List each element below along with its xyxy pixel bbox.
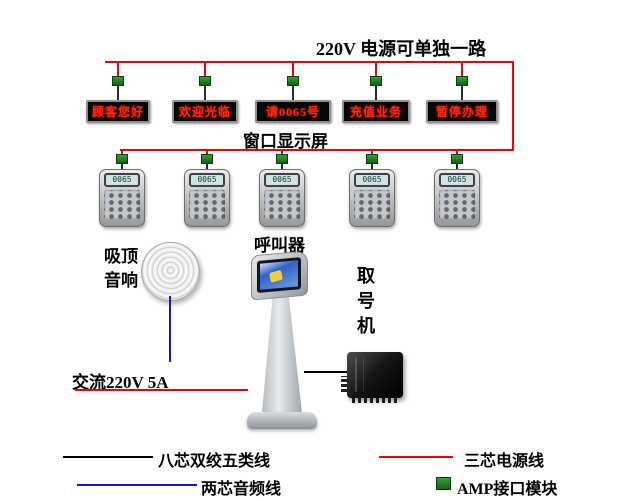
audio-line [169, 296, 171, 362]
connector-stem [456, 164, 458, 169]
connector-stem [375, 86, 377, 100]
amp-connector-icon [112, 76, 124, 86]
caller-lcd-display: 0065 [441, 175, 473, 185]
speaker-label-line2: 音响 [104, 271, 138, 290]
amp-connector-icon [116, 154, 128, 164]
ac-power-label: 交流220V 5A [72, 373, 169, 392]
power-drop-caller-5 [456, 150, 458, 155]
window-display-section-label: 窗口显示屏 [243, 132, 328, 151]
caller-section-label: 呼叫器 [254, 236, 305, 255]
connector-stem [121, 164, 123, 169]
caller-lcd-bezel: 0065 [264, 173, 300, 187]
power-rail-mid [120, 149, 514, 151]
amp-connector-icon [276, 154, 288, 164]
legend-line-audio [77, 484, 197, 486]
kiosk-head [251, 250, 308, 301]
speaker-label-line1: 吸顶 [104, 247, 138, 266]
amp-connector-icon [199, 76, 211, 86]
legend-label-audio: 两芯音频线 [201, 481, 282, 498]
caller-keypad [189, 190, 225, 219]
connector-stem [281, 164, 283, 169]
amp-audio-module [341, 352, 403, 403]
kiosk-screen-graphic [269, 269, 283, 283]
power-drop-display-5 [461, 61, 463, 76]
power-rail-right [512, 61, 514, 150]
caller-keypad [439, 190, 475, 219]
caller-terminal: 0065 [434, 169, 480, 227]
caller-lcd-display: 0065 [266, 175, 298, 185]
power-drop-display-1 [117, 61, 119, 76]
power-drop-caller-2 [206, 150, 208, 155]
kiosk-base [247, 412, 317, 429]
caller-keypad [264, 190, 300, 219]
data-line-kiosk-amp [304, 371, 348, 373]
caller-lcd-display: 0065 [106, 175, 138, 185]
caller-terminal: 0065 [184, 169, 230, 227]
power-drop-display-4 [375, 61, 377, 76]
power-drop-caller-3 [281, 150, 283, 155]
amp-module-sheen [355, 358, 357, 392]
legend-label-cat5: 八芯双绞五类线 [158, 453, 271, 470]
caller-terminal: 0065 [99, 169, 145, 227]
amp-connector-icon [456, 76, 468, 86]
caller-lcd-display: 0065 [191, 175, 223, 185]
caller-lcd-bezel: 0065 [104, 173, 140, 187]
amp-connector-icon [201, 154, 213, 164]
connector-stem [371, 164, 373, 169]
legend-label-amp: AMP接口模块 [457, 481, 558, 498]
power-drop-display-3 [292, 61, 294, 76]
kiosk-screen [257, 257, 301, 293]
connector-stem [117, 86, 119, 100]
caller-terminal: 0065 [349, 169, 395, 227]
caller-lcd-display: 0065 [356, 175, 388, 185]
legend-amp-module-icon [436, 477, 451, 490]
window-display: 充值业务 [342, 100, 410, 123]
connector-stem [461, 86, 463, 100]
connector-stem [292, 86, 294, 100]
caller-lcd-bezel: 0065 [354, 173, 390, 187]
amp-connector-icon [370, 76, 382, 86]
power-drop-caller-1 [121, 150, 123, 155]
amp-module-pins [352, 398, 398, 403]
caller-lcd-bezel: 0065 [189, 173, 225, 187]
ac-power-line [75, 389, 248, 391]
caller-terminal: 0065 [259, 169, 305, 227]
power-rail-top [105, 61, 514, 63]
window-display: 请0065号 [255, 100, 331, 123]
caller-keypad [104, 190, 140, 219]
amp-connector-icon [451, 154, 463, 164]
window-display: 欢迎光临 [172, 100, 238, 123]
speaker-label: 吸顶 音响 [104, 245, 138, 293]
amp-connector-icon [366, 154, 378, 164]
caller-lcd-bezel: 0065 [439, 173, 475, 187]
legend-line-cat5 [63, 456, 153, 458]
amp-module-pins [341, 376, 347, 392]
ceiling-speaker [141, 242, 200, 301]
power-note-label: 220V 电源可单独一路 [316, 39, 487, 59]
connector-stem [206, 164, 208, 169]
amp-module-sheen [363, 358, 364, 392]
power-drop-caller-4 [371, 150, 373, 155]
kiosk-body [261, 295, 303, 417]
caller-keypad [354, 190, 390, 219]
window-display: 顾客您好 [86, 100, 150, 123]
window-display: 暂停办理 [426, 100, 498, 123]
legend-label-power: 三芯电源线 [464, 453, 545, 470]
kiosk-label: 取号机 [355, 266, 375, 341]
power-drop-display-2 [204, 61, 206, 76]
connector-stem [204, 86, 206, 100]
legend-line-power [379, 456, 453, 458]
amp-connector-icon [287, 76, 299, 86]
